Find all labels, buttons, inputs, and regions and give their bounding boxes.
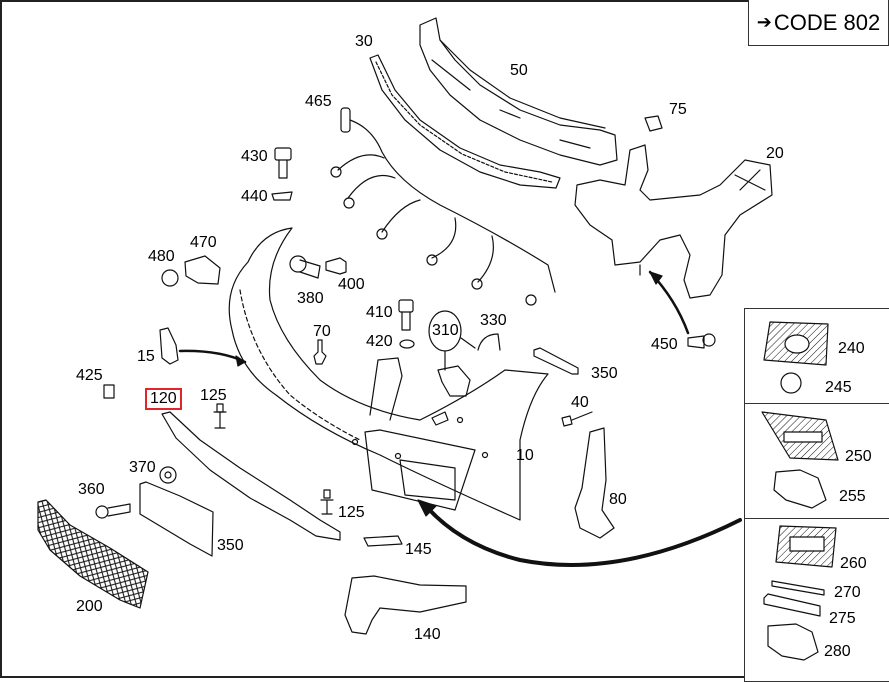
part-260-drl-grille[interactable] [775,525,837,568]
label-255[interactable]: 255 [839,488,866,505]
label-75[interactable]: 75 [669,101,687,118]
part-330-mounting-strip[interactable] [533,347,579,375]
label-260[interactable]: 260 [840,555,867,572]
label-330[interactable]: 350 [591,365,618,382]
label-125-left[interactable]: 125 [200,387,227,404]
part-40-rivet[interactable] [561,411,593,427]
part-470-sensor[interactable] [184,255,221,285]
part-360-screw[interactable] [95,503,131,519]
label-275[interactable]: 275 [829,610,856,627]
label-400[interactable]: 380 [297,290,324,307]
part-275-strip-holder[interactable] [763,593,821,617]
code-box: ➔ CODE 802 [748,0,889,46]
part-250-side-intake-grille[interactable] [761,411,839,461]
label-360[interactable]: 360 [78,481,105,498]
label-470[interactable]: 470 [190,234,217,251]
part-10-bumper-cover[interactable] [228,227,549,521]
label-10[interactable]: 10 [516,447,534,464]
code-label: CODE 802 [773,9,881,35]
part-280-drl-holder[interactable] [767,623,819,661]
part-125-rivet-center[interactable] [320,489,334,515]
part-430-bolt[interactable] [274,147,292,179]
part-370-grommet[interactable] [159,466,177,484]
label-240[interactable]: 240 [838,340,865,357]
part-200-grille[interactable] [37,499,149,609]
part-310-spring-wire[interactable] [460,333,501,351]
label-30[interactable]: 30 [355,33,373,50]
label-70[interactable]: 70 [313,323,331,340]
part-380-clip-nut[interactable] [103,384,115,399]
label-50[interactable]: 50 [510,62,528,79]
label-280[interactable]: 280 [824,643,851,660]
arrow-right-icon: ➔ [756,12,772,32]
label-420[interactable]: 410 [366,304,393,321]
part-15-bracket-clip[interactable] [159,327,179,365]
label-450[interactable]: 450 [651,336,678,353]
part-450-screw[interactable] [687,333,716,349]
part-145-clip[interactable] [363,535,403,547]
part-70-rivet[interactable] [313,339,327,365]
label-125-center[interactable]: 125 [338,504,365,521]
label-410[interactable]: 400 [338,276,365,293]
label-40[interactable]: 40 [571,394,589,411]
part-300-tow-hook-cover[interactable] [437,365,471,397]
label-430[interactable]: 430 [241,148,268,165]
part-20-mounting-bracket[interactable] [574,144,773,299]
part-140-deflector[interactable] [344,575,467,635]
part-80-side-support[interactable] [574,427,615,539]
label-270[interactable]: 270 [834,584,861,601]
arrow-to-bumper [423,503,742,567]
part-400-holder[interactable] [289,255,321,279]
label-425[interactable]: 420 [366,333,393,350]
label-140[interactable]: 140 [414,626,441,643]
label-20[interactable]: 20 [766,145,784,162]
label-250[interactable]: 250 [845,448,872,465]
part-75-speed-nut[interactable] [644,115,663,132]
label-200[interactable]: 200 [76,598,103,615]
part-255-grille-frame[interactable] [773,469,827,509]
label-145[interactable]: 145 [405,541,432,558]
part-120-lower-spoiler[interactable] [161,411,341,541]
part-30-upper-trim-strip[interactable] [369,54,561,189]
arrow-15 [178,349,247,364]
part-440-clip[interactable] [271,191,293,201]
label-80[interactable]: 80 [609,491,627,508]
label-380[interactable]: 425 [76,367,103,384]
label-245[interactable]: 245 [825,379,852,396]
label-440[interactable]: 440 [241,188,268,205]
label-370[interactable]: 370 [129,459,156,476]
part-350-plate-bracket[interactable] [139,481,214,557]
label-465[interactable]: 465 [305,93,332,110]
label-120-highlighted[interactable]: 120 [145,388,182,410]
part-465-wiring-harness[interactable] [330,107,556,306]
part-410-screw[interactable] [325,257,347,275]
label-310[interactable]: 330 [480,312,507,329]
part-420-bolt[interactable] [398,299,414,331]
part-50-energy-absorber[interactable] [419,17,618,166]
part-270-trim-strip[interactable] [771,580,825,596]
part-245-fog-lamp-ring[interactable] [780,372,802,394]
label-350[interactable]: 350 [217,537,244,554]
label-480[interactable]: 480 [148,248,175,265]
part-240-fog-lamp-grille[interactable] [763,321,829,366]
part-425-washer[interactable] [399,339,415,349]
part-480-ring[interactable] [161,269,179,287]
label-300[interactable]: 310 [432,322,459,339]
label-15[interactable]: 15 [137,348,155,365]
part-125-rivet-left[interactable] [213,403,227,429]
